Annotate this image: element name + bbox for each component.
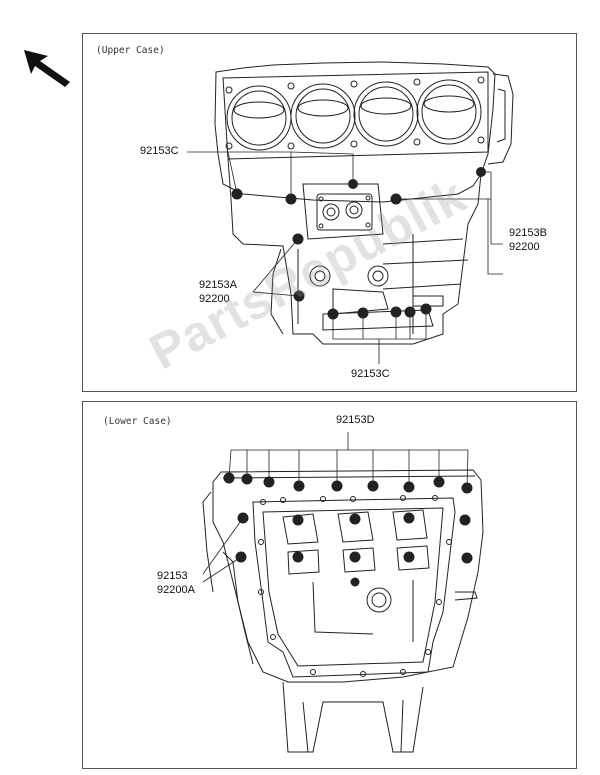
upper-case-panel: (Upper Case): [82, 33, 577, 392]
lower-crankcase-drawing: [202, 432, 484, 753]
label-92153b: 92153B: [509, 227, 547, 239]
label-92153c-top: 92153C: [140, 145, 179, 157]
label-92153c-bottom: 92153C: [351, 368, 390, 380]
label-92153: 92153: [157, 570, 188, 582]
arrow-up-left-icon: [24, 50, 70, 87]
label-92200-b: 92200: [509, 241, 540, 253]
label-92200-a: 92200: [199, 293, 230, 305]
label-92200a: 92200A: [157, 584, 195, 596]
label-92153d: 92153D: [336, 414, 375, 426]
label-92153a: 92153A: [199, 279, 237, 291]
lower-case-title: (Lower Case): [103, 416, 172, 427]
lower-case-panel: (Lower Case): [82, 401, 577, 769]
upper-case-title: (Upper Case): [96, 45, 165, 56]
upper-crankcase-drawing: [187, 61, 514, 364]
